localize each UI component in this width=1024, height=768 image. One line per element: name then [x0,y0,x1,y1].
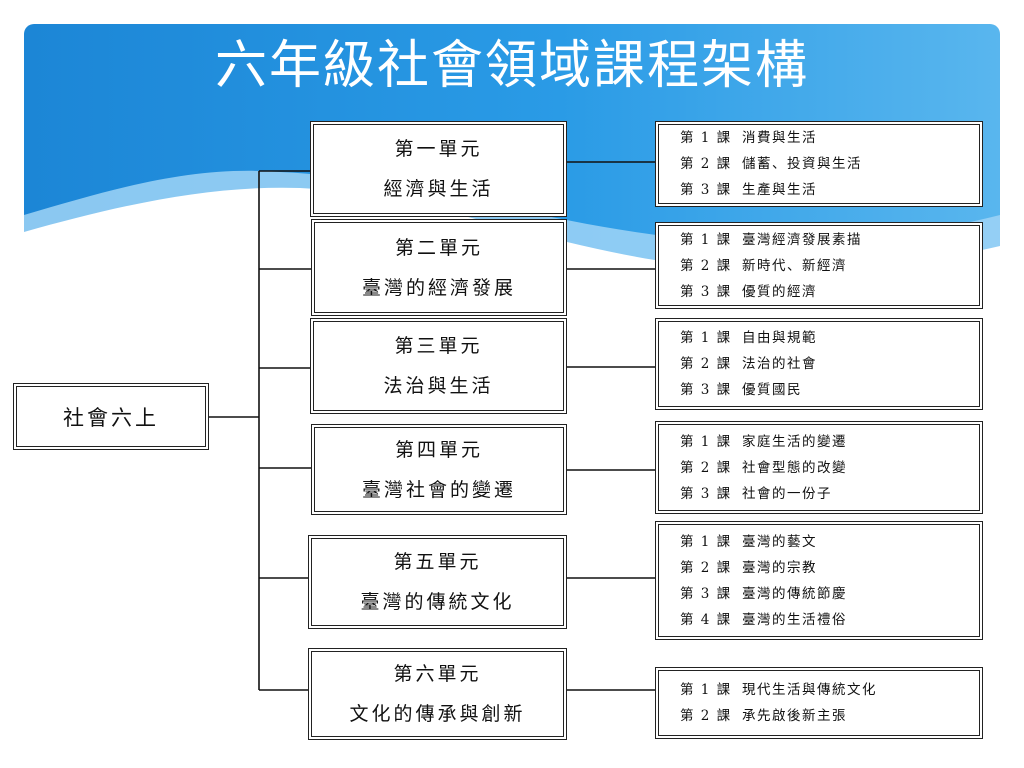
lesson-item: 第 2 課臺灣的宗教 [680,555,979,581]
lesson-number: 第 1 課 [680,533,732,550]
unit-node: 第一單元 經濟與生活 [310,121,567,217]
lesson-number: 第 2 課 [680,559,732,576]
lesson-number: 第 3 課 [680,382,732,398]
unit-node: 第三單元 法治與生活 [310,318,567,414]
lesson-title: 優質國民 [742,382,802,398]
unit-node: 第六單元 文化的傳承與創新 [308,648,567,740]
lesson-title: 新時代、新經濟 [742,257,847,274]
unit-theme: 經濟與生活 [383,178,494,200]
lesson-title: 消費與生活 [742,130,817,146]
lesson-item: 第 2 課承先啟後新主張 [680,703,979,729]
lesson-number: 第 1 課 [680,433,732,450]
unit-name: 第五單元 [393,551,482,573]
lesson-list: 第 1 課臺灣的藝文 第 2 課臺灣的宗教 第 3 課臺灣的傳統節慶 第 4 課… [655,521,983,640]
lesson-number: 第 2 課 [680,708,732,724]
root-node: 社會六上 [13,383,209,450]
lesson-item: 第 2 課新時代、新經濟 [680,253,979,279]
unit-theme: 臺灣社會的變遷 [361,478,516,501]
lesson-list: 第 1 課家庭生活的變遷 第 2 課社會型態的改變 第 3 課社會的一份子 [655,421,983,514]
unit-theme: 臺灣的經濟發展 [361,276,516,299]
lesson-number: 第 3 課 [680,485,732,502]
unit-theme: 文化的傳承與創新 [349,703,526,725]
lesson-title: 儲蓄、投資與生活 [742,156,862,172]
lesson-number: 第 1 課 [680,231,732,248]
unit-node: 第五單元 臺灣的傳統文化 [308,535,567,629]
lesson-list: 第 1 課自由與規範 第 2 課法治的社會 第 3 課優質國民 [655,318,983,410]
lesson-item: 第 2 課儲蓄、投資與生活 [680,151,979,177]
lesson-title: 臺灣的生活禮俗 [742,611,847,628]
lesson-number: 第 2 課 [680,156,732,172]
lesson-item: 第 3 課生產與生活 [680,177,979,203]
lesson-title: 自由與規範 [742,330,817,346]
lesson-title: 優質的經濟 [742,283,817,300]
unit-name: 第二單元 [394,236,483,259]
lesson-item: 第 1 課自由與規範 [680,325,979,351]
lesson-number: 第 3 課 [680,283,732,300]
lesson-item: 第 1 課消費與生活 [680,125,979,151]
lesson-list: 第 1 課現代生活與傳統文化 第 2 課承先啟後新主張 [655,667,983,739]
lesson-item: 第 4 課臺灣的生活禮俗 [680,607,979,633]
lesson-title: 法治的社會 [742,356,817,372]
lesson-number: 第 1 課 [680,330,732,346]
lesson-item: 第 1 課現代生活與傳統文化 [680,677,979,703]
unit-theme: 臺灣的傳統文化 [360,591,515,613]
lesson-number: 第 3 課 [680,585,732,602]
unit-name: 第三單元 [394,335,483,357]
lesson-item: 第 1 課臺灣經濟發展素描 [680,227,979,253]
unit-name: 第一單元 [394,138,483,160]
lesson-title: 臺灣的宗教 [742,559,817,576]
lesson-item: 第 2 課社會型態的改變 [680,455,979,481]
lesson-item: 第 3 課社會的一份子 [680,481,979,507]
unit-name: 第四單元 [394,438,483,461]
lesson-title: 臺灣的傳統節慶 [742,585,847,602]
lesson-title: 社會型態的改變 [742,459,847,476]
lesson-item: 第 3 課優質國民 [680,377,979,403]
slide-title: 六年級社會領域課程架構 [214,36,809,96]
lesson-item: 第 3 課臺灣的傳統節慶 [680,581,979,607]
unit-node: 第四單元 臺灣社會的變遷 [311,424,567,515]
lesson-list: 第 1 課消費與生活 第 2 課儲蓄、投資與生活 第 3 課生產與生活 [655,121,983,207]
unit-theme: 法治與生活 [383,375,494,397]
lesson-number: 第 2 課 [680,356,732,372]
lesson-item: 第 1 課家庭生活的變遷 [680,429,979,455]
lesson-title: 臺灣經濟發展素描 [742,231,862,248]
lesson-item: 第 2 課法治的社會 [680,351,979,377]
lesson-item: 第 1 課臺灣的藝文 [680,529,979,555]
lesson-title: 臺灣的藝文 [742,533,817,550]
lesson-item: 第 3 課優質的經濟 [680,279,979,305]
lesson-title: 社會的一份子 [742,485,832,502]
lesson-title: 生產與生活 [742,182,817,198]
lesson-title: 現代生活與傳統文化 [742,682,877,698]
lesson-title: 家庭生活的變遷 [742,433,847,450]
lesson-number: 第 1 課 [680,682,732,698]
lesson-list: 第 1 課臺灣經濟發展素描 第 2 課新時代、新經濟 第 3 課優質的經濟 [655,222,983,309]
lesson-title: 承先啟後新主張 [742,708,847,724]
lesson-number: 第 2 課 [680,257,732,274]
lesson-number: 第 1 課 [680,130,732,146]
unit-node: 第二單元 臺灣的經濟發展 [311,219,567,316]
lesson-number: 第 2 課 [680,459,732,476]
unit-name: 第六單元 [393,663,482,685]
lesson-number: 第 3 課 [680,182,732,198]
lesson-number: 第 4 課 [680,611,732,628]
